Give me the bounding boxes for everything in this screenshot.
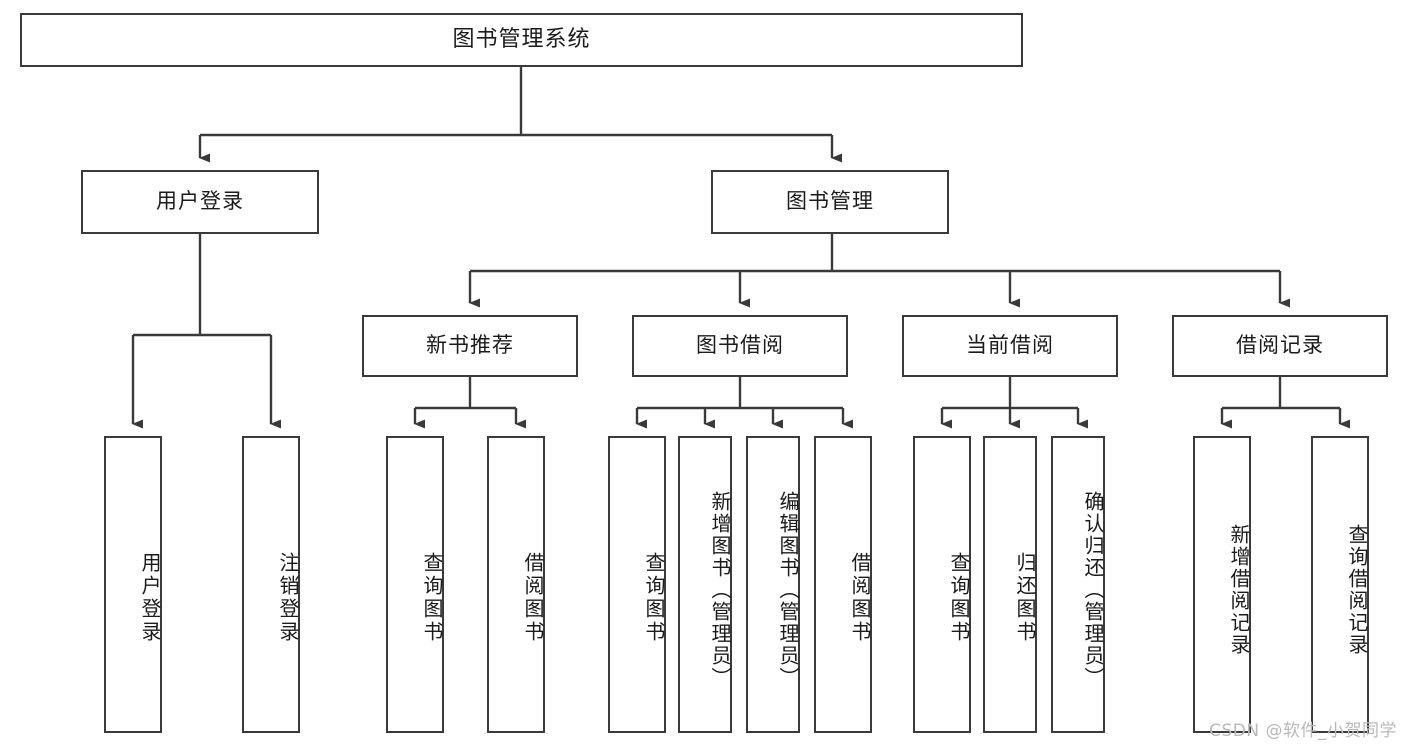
- node-new-book-recommendation[interactable]: 新书推荐: [362, 315, 578, 377]
- leaf-book-borrow-query-books[interactable]: 查询图书: [608, 436, 666, 733]
- leaf-book-borrow-edit-book-admin[interactable]: 编辑图书（管理员）: [746, 436, 800, 733]
- node-book-borrowing[interactable]: 图书借阅: [632, 315, 848, 377]
- node-book-management[interactable]: 图书管理: [711, 170, 949, 234]
- node-root-book-management-system[interactable]: 图书管理系统: [20, 13, 1023, 67]
- leaf-current-borrow-confirm-return-admin[interactable]: 确认归还（管理员）: [1051, 436, 1105, 733]
- node-user-login[interactable]: 用户登录: [81, 170, 319, 234]
- leaf-user-login-logout[interactable]: 注销登录: [242, 436, 300, 733]
- leaf-current-borrow-query-books[interactable]: 查询图书: [913, 436, 971, 733]
- leaf-borrow-record-add-record[interactable]: 新增借阅记录: [1193, 436, 1251, 733]
- leaf-book-borrow-add-book-admin[interactable]: 新增图书（管理员）: [678, 436, 732, 733]
- watermark: CSDN @软件_小贺同学: [1209, 721, 1397, 741]
- leaf-book-borrow-borrow-books[interactable]: 借阅图书: [814, 436, 872, 733]
- node-current-borrowing[interactable]: 当前借阅: [902, 315, 1118, 377]
- leaf-new-book-query-books[interactable]: 查询图书: [386, 436, 444, 733]
- leaf-new-book-borrow-books[interactable]: 借阅图书: [487, 436, 545, 733]
- node-borrowing-records[interactable]: 借阅记录: [1172, 315, 1388, 377]
- leaf-user-login-login[interactable]: 用户登录: [104, 436, 162, 733]
- leaf-current-borrow-return-books[interactable]: 归还图书: [983, 436, 1037, 733]
- leaf-borrow-record-query-record[interactable]: 查询借阅记录: [1311, 436, 1369, 733]
